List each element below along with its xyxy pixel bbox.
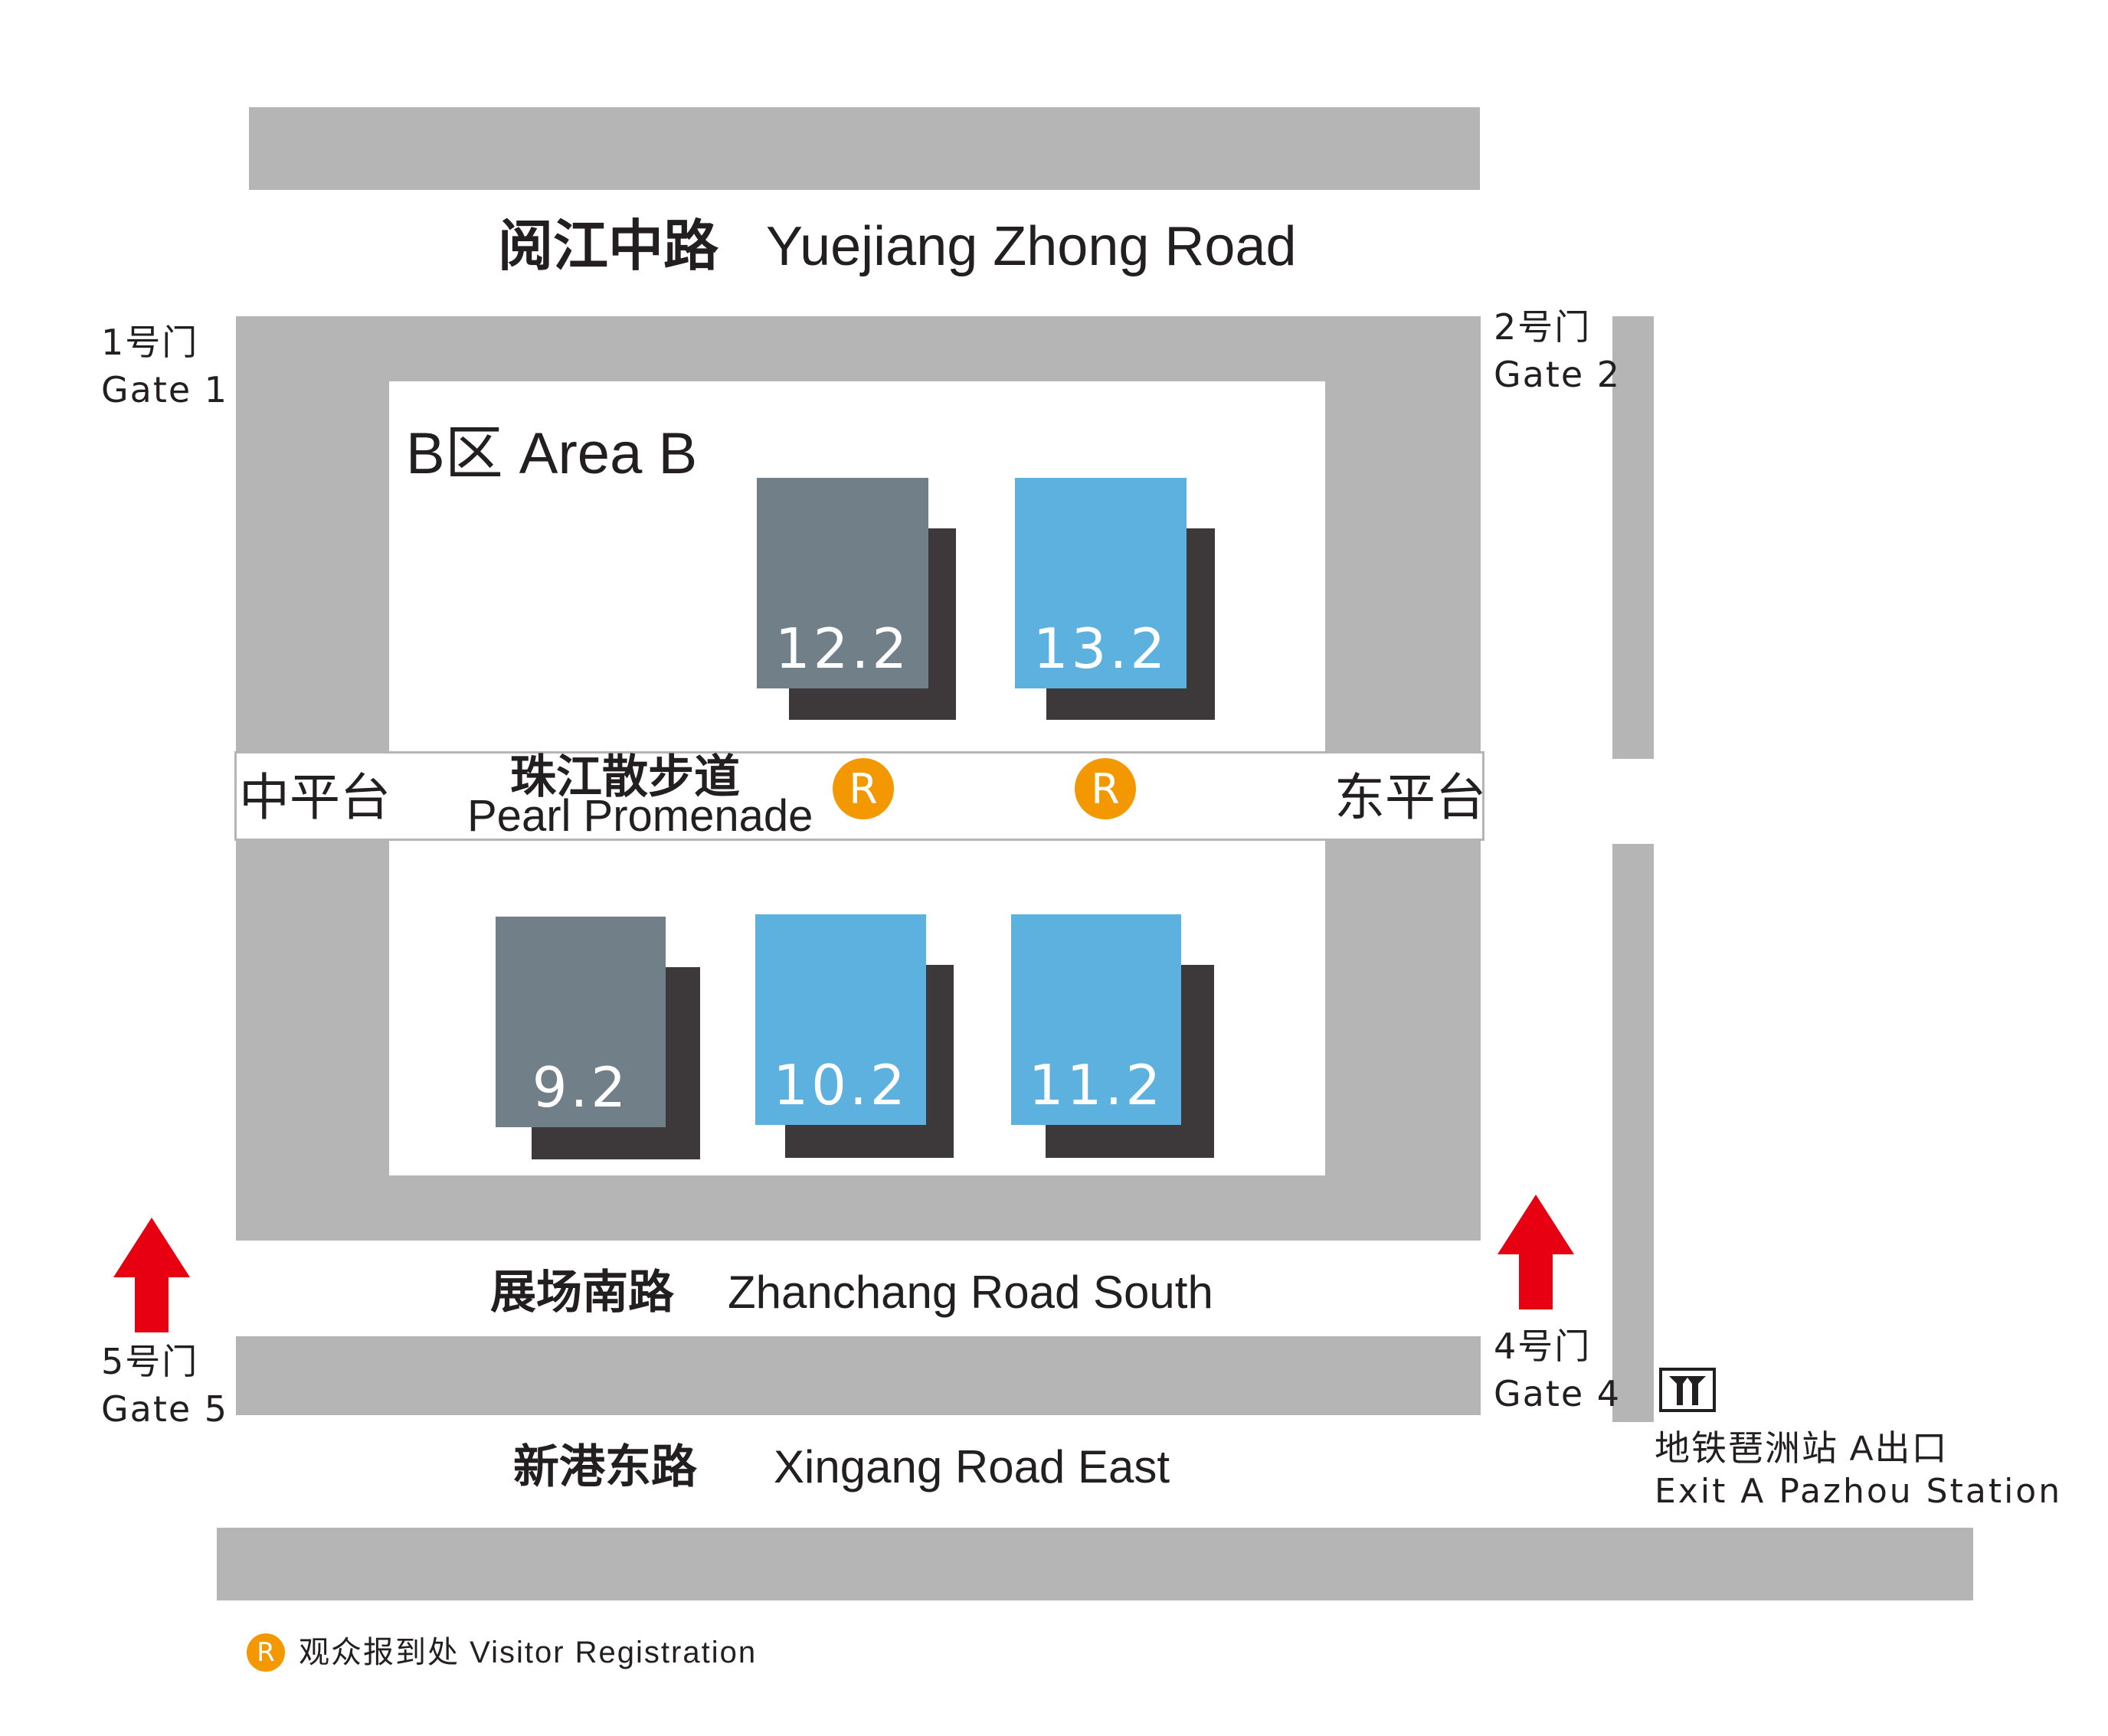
xingang-road-zh: 新港东路 xyxy=(513,1441,697,1492)
hall-9-2-label: 9.2 xyxy=(532,1055,630,1120)
area-b-label: B区 Area B xyxy=(406,421,698,486)
hall-9-2[interactable]: 9.2 xyxy=(496,917,666,1127)
gate-4-en: Gate 4 xyxy=(1494,1373,1622,1414)
gate-1-label: 1号门 Gate 1 xyxy=(101,319,228,414)
east-platform-label: 东平台 xyxy=(1334,769,1486,825)
gate-2-en: Gate 2 xyxy=(1494,354,1622,395)
legend: R 观众报到处 Visitor Registration xyxy=(247,1633,757,1672)
yuejiang-road-strip xyxy=(249,107,1480,190)
zhanchang-road-zh: 展场南路 xyxy=(490,1267,674,1318)
gate-2-zh: 2号门 xyxy=(1494,306,1592,348)
legend-registration-letter: R xyxy=(257,1637,275,1668)
gate-5-label: 5号门 Gate 5 xyxy=(101,1338,228,1433)
gate-1-zh: 1号门 xyxy=(101,322,199,363)
metro-station-zh: 地铁琶洲站 A出口 xyxy=(1655,1428,1949,1468)
hall-10-2-label: 10.2 xyxy=(773,1053,908,1117)
pearl-promenade-en: Pearl Promenade xyxy=(467,791,813,841)
gate-4-arrow-icon xyxy=(1498,1195,1574,1309)
hall-12-2-label: 12.2 xyxy=(774,616,911,681)
hall-11-2-label: 11.2 xyxy=(1028,1053,1164,1117)
xingang-road-en: Xingang Road East xyxy=(774,1441,1170,1492)
gate-1-en: Gate 1 xyxy=(101,369,229,410)
metro-icon xyxy=(1659,1368,1716,1412)
registration-marker-2[interactable]: R xyxy=(1075,758,1136,819)
yuejiang-road-label: 阅江中路 Yuejiang Zhong Road xyxy=(498,219,1297,274)
zhanchang-road-en: Zhanchang Road South xyxy=(728,1267,1213,1318)
east-road-lower xyxy=(1612,844,1654,1422)
gate-5-arrow-icon xyxy=(113,1218,190,1332)
hall-10-2[interactable]: 10.2 xyxy=(755,914,926,1125)
east-road-upper xyxy=(1612,316,1654,759)
legend-registration-icon: R xyxy=(247,1633,285,1672)
zhanchang-road-strip xyxy=(236,1336,1481,1415)
metro-station-en: Exit A Pazhou Station xyxy=(1655,1472,2063,1511)
registration-marker-1-letter: R xyxy=(849,764,878,813)
gate-2-label: 2号门 Gate 2 xyxy=(1494,303,1621,398)
pearl-promenade-zh: 珠江散步道 xyxy=(510,751,740,803)
hall-11-2[interactable]: 11.2 xyxy=(1011,914,1181,1125)
gate-4-zh: 4号门 xyxy=(1494,1326,1592,1367)
gate-5-zh: 5号门 xyxy=(101,1341,199,1382)
zhanchang-road-label: 展场南路 Zhanchang Road South xyxy=(490,1270,1213,1316)
gate-4-label: 4号门 Gate 4 xyxy=(1494,1322,1621,1417)
yuejiang-road-zh: 阅江中路 xyxy=(498,216,719,277)
yuejiang-road-en: Yuejiang Zhong Road xyxy=(766,216,1297,277)
hall-12-2[interactable]: 12.2 xyxy=(757,478,928,688)
hall-13-2[interactable]: 13.2 xyxy=(1015,478,1187,688)
middle-platform-label: 中平台 xyxy=(239,769,391,825)
registration-marker-1[interactable]: R xyxy=(833,758,894,819)
xingang-road-label: 新港东路 Xingang Road East xyxy=(513,1444,1170,1490)
gate-5-en: Gate 5 xyxy=(101,1388,229,1430)
registration-marker-2-letter: R xyxy=(1091,764,1120,813)
xingang-road-strip xyxy=(217,1528,1973,1600)
hall-13-2-label: 13.2 xyxy=(1033,616,1169,681)
legend-registration-text: 观众报到处 Visitor Registration xyxy=(299,1636,758,1669)
